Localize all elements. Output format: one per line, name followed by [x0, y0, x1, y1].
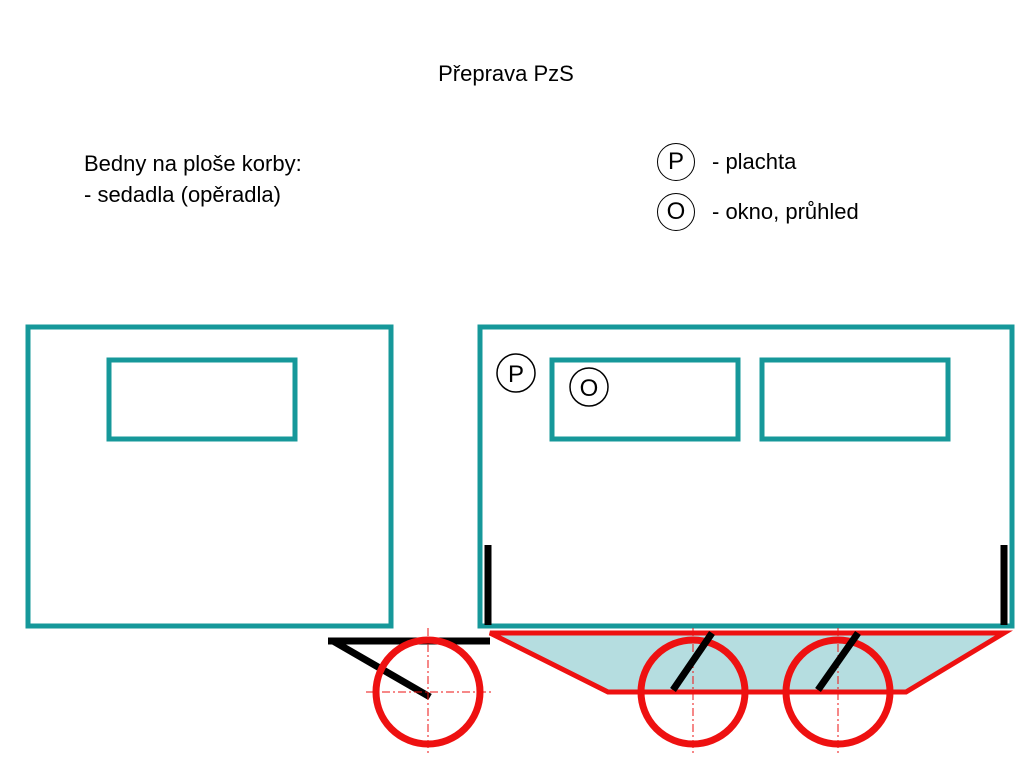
right-box-window-1 [549, 357, 741, 442]
note-item: - sedadla (opěradla) [84, 182, 281, 207]
marker-o: O [569, 367, 609, 407]
legend-symbol-o: O [657, 193, 695, 231]
note-heading: Bedny na ploše korby: [84, 151, 302, 176]
legend-label-o: - okno, průhled [712, 199, 859, 224]
right-box [477, 324, 1015, 629]
trailer-platform [488, 630, 1013, 695]
legend-symbol-p: P [657, 143, 695, 181]
legend-label-p: - plachta [712, 149, 797, 174]
suspension-arm-2 [815, 630, 861, 693]
front-wheel [366, 628, 492, 756]
rear-wheel-1 [631, 628, 757, 756]
left-box [25, 324, 394, 629]
left-box-window [106, 357, 298, 442]
marker-p-label: P [508, 361, 524, 388]
right-box-window-2 [759, 357, 951, 442]
marker-p: P [496, 353, 536, 393]
diagram-title: Přeprava PzS [438, 61, 574, 86]
marker-o-label: O [580, 375, 599, 402]
rear-wheel-2 [776, 628, 902, 756]
suspension-arm-1 [670, 631, 715, 692]
